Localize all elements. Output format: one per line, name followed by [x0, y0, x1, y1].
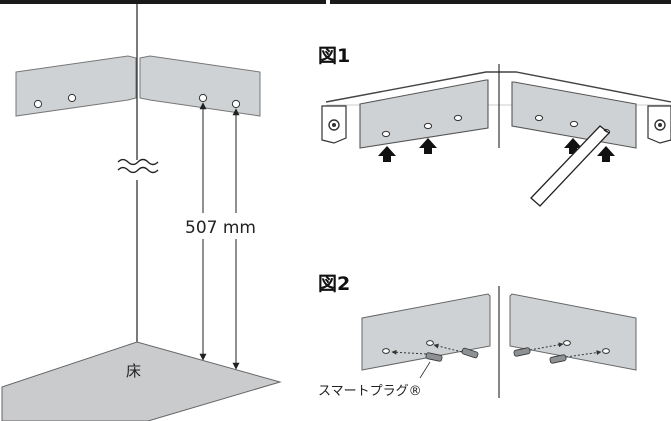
screw-hole-icon [381, 130, 391, 138]
screw-hole-icon [67, 93, 77, 103]
figure-2-title: 図2 [318, 273, 350, 295]
top-bar-left [0, 0, 326, 4]
wall-plug-icon [549, 354, 567, 364]
screw-hole-icon [534, 114, 544, 122]
left-wall-diagram: 507 mm 床 [1, 4, 282, 421]
screw-hole-icon [563, 340, 571, 346]
screw-hole-icon [198, 93, 208, 103]
measurement-label: 507 mm [185, 218, 256, 238]
plug-leader-line [419, 361, 431, 379]
screw-hole-icon [382, 348, 390, 354]
wall-plug-icon [513, 347, 531, 357]
bracket-plate-icon [139, 55, 261, 117]
bracket-plate-icon [359, 79, 489, 149]
screw-hole-icon [453, 114, 463, 122]
screw-hole-icon [602, 348, 610, 354]
screw-hole-icon [231, 99, 241, 109]
wall-plug-icon [425, 352, 443, 362]
screw-hole-icon [33, 99, 43, 109]
smart-plug-label: スマートプラグ® [318, 384, 422, 399]
floor-plane [1, 341, 282, 421]
figure-1-title: 図1 [318, 45, 350, 67]
bracket-plate-icon [15, 55, 137, 117]
figure-1: 図1 [318, 45, 671, 207]
figure-2: 図2 スマートプラグ® [318, 273, 637, 399]
screw-hole-icon [426, 340, 434, 346]
screw-hole-icon [569, 120, 579, 128]
up-arrow-icon [419, 138, 437, 154]
bracket-plate-icon [361, 293, 491, 371]
screwdriver-icon [530, 125, 610, 207]
wall-plug-icon [461, 347, 479, 359]
screw-hole-icon [423, 122, 433, 130]
up-arrow-icon [378, 146, 396, 162]
floor-label: 床 [126, 362, 141, 380]
up-arrow-icon [597, 146, 615, 162]
bracket-top-ledge [325, 71, 671, 103]
up-arrow-icon [564, 138, 582, 154]
top-bar-right [330, 0, 671, 4]
bracket-plate-icon [509, 293, 637, 371]
wave-break-icon [117, 158, 159, 174]
